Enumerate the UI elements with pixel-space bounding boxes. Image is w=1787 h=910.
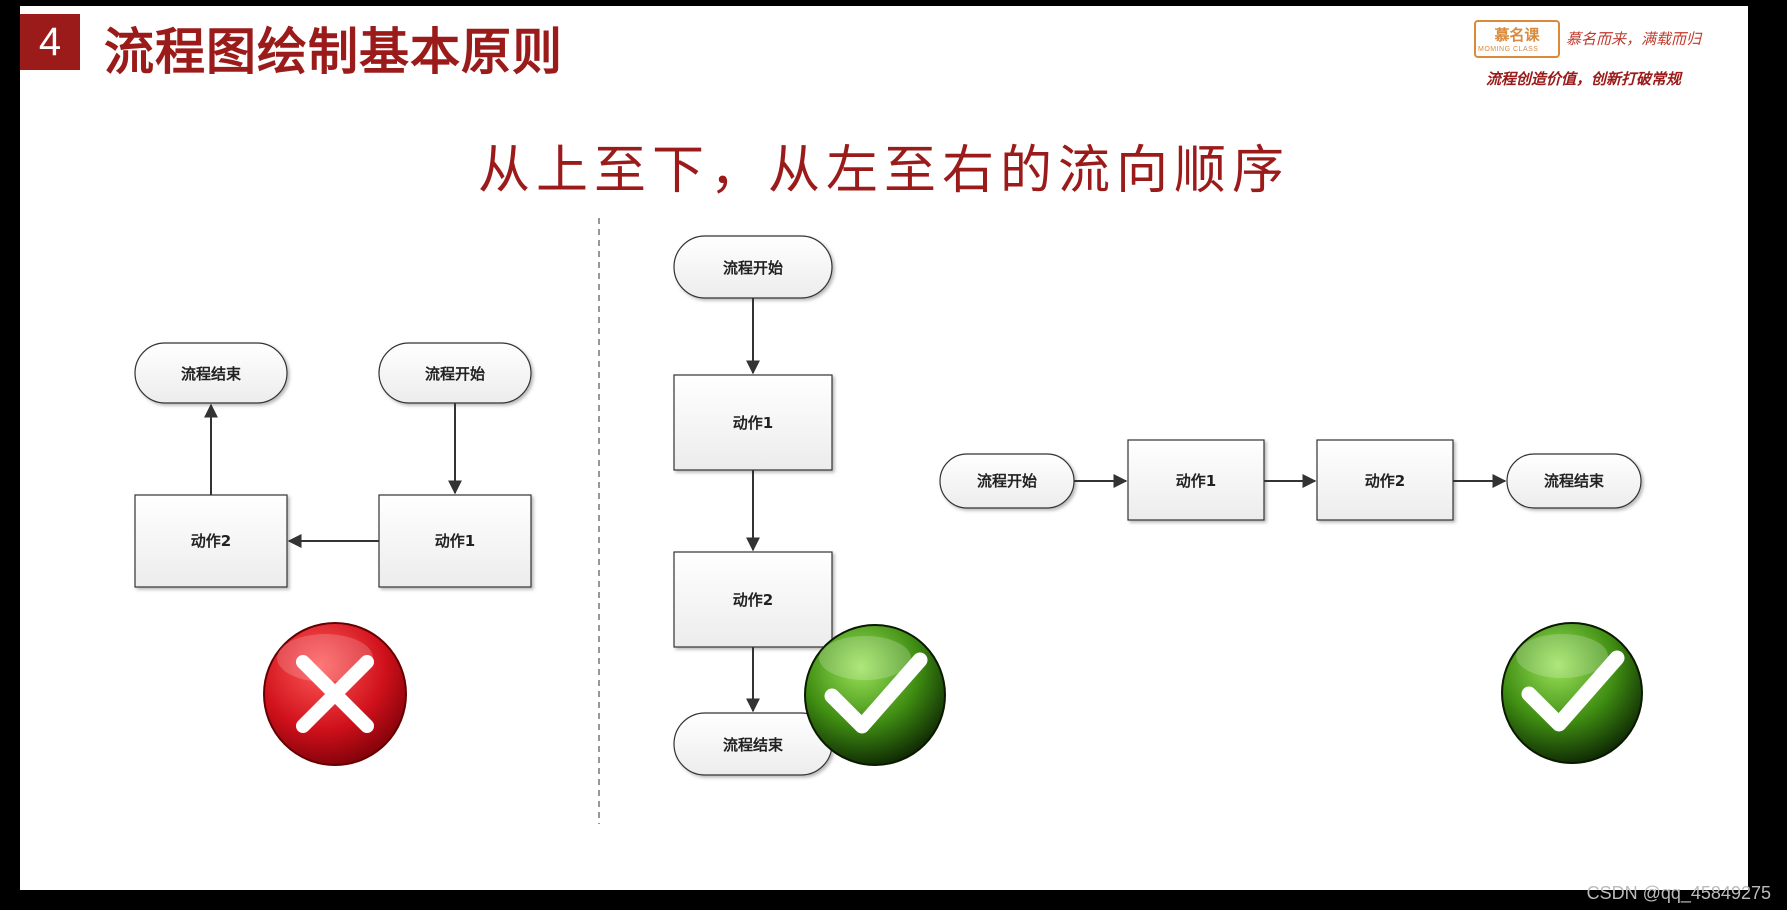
horizontal-diagram: 流程开始 动作1 动作2 流程结束	[939, 439, 1643, 764]
cross-icon	[263, 622, 407, 766]
watermark: CSDN @qq_45849275	[1586, 883, 1771, 903]
wrong-action1-node	[378, 494, 532, 588]
horizontal-end-label: 流程结束	[1544, 472, 1605, 490]
brand-logo: 慕名课	[1474, 20, 1560, 58]
brand-slogan-1: 慕名而来，满载而归	[1566, 30, 1702, 48]
wrong-action2-node	[134, 494, 288, 588]
vertical-action1-node	[673, 374, 833, 471]
horizontal-action2-node	[1316, 439, 1454, 521]
horizontal-action1-label: 动作1	[1176, 472, 1216, 490]
slide-number: 4	[20, 14, 80, 70]
slide-heading: 从上至下，从左至右的流向顺序	[477, 141, 1290, 201]
horizontal-action1-node	[1127, 439, 1265, 521]
horizontal-action2-label: 动作2	[1365, 472, 1405, 490]
flowchart-canvas: 流程结束 流程开始 动作2 动作1	[134, 218, 1643, 824]
wrong-diagram: 流程结束 流程开始 动作2 动作1	[134, 342, 532, 766]
brand-slogan-2: 流程创造价值，创新打破常规	[1486, 70, 1682, 88]
horizontal-start-label: 流程开始	[977, 472, 1037, 490]
vertical-start-label: 流程开始	[723, 259, 783, 277]
vertical-action1-label: 动作1	[733, 414, 773, 432]
vertical-diagram: 流程开始 动作1 动作2 流程结束	[673, 235, 946, 776]
wrong-start-label: 流程开始	[425, 365, 485, 383]
slide: 4 流程图绘制基本原则 慕名课 MOMING CLASS 慕名而来，满载而归 流…	[20, 6, 1748, 890]
brand-area: 慕名课 MOMING CLASS 慕名而来，满载而归 流程创造价值，创新打破常规	[1474, 20, 1724, 90]
vertical-action2-label: 动作2	[733, 591, 773, 609]
brand-logo-text: 慕名课	[1494, 26, 1540, 44]
brand-logo-sub: MOMING CLASS	[1478, 46, 1539, 53]
slide-title: 流程图绘制基本原则	[104, 23, 563, 81]
wrong-end-label: 流程结束	[181, 365, 242, 383]
check-icon	[1501, 622, 1643, 764]
wrong-end-node	[134, 342, 288, 404]
wrong-action1-label: 动作1	[435, 532, 475, 550]
horizontal-end-node	[1506, 453, 1642, 509]
vertical-end-label: 流程结束	[723, 736, 784, 754]
check-icon	[804, 624, 946, 766]
vertical-action2-node	[673, 551, 833, 648]
wrong-action2-label: 动作2	[191, 532, 231, 550]
